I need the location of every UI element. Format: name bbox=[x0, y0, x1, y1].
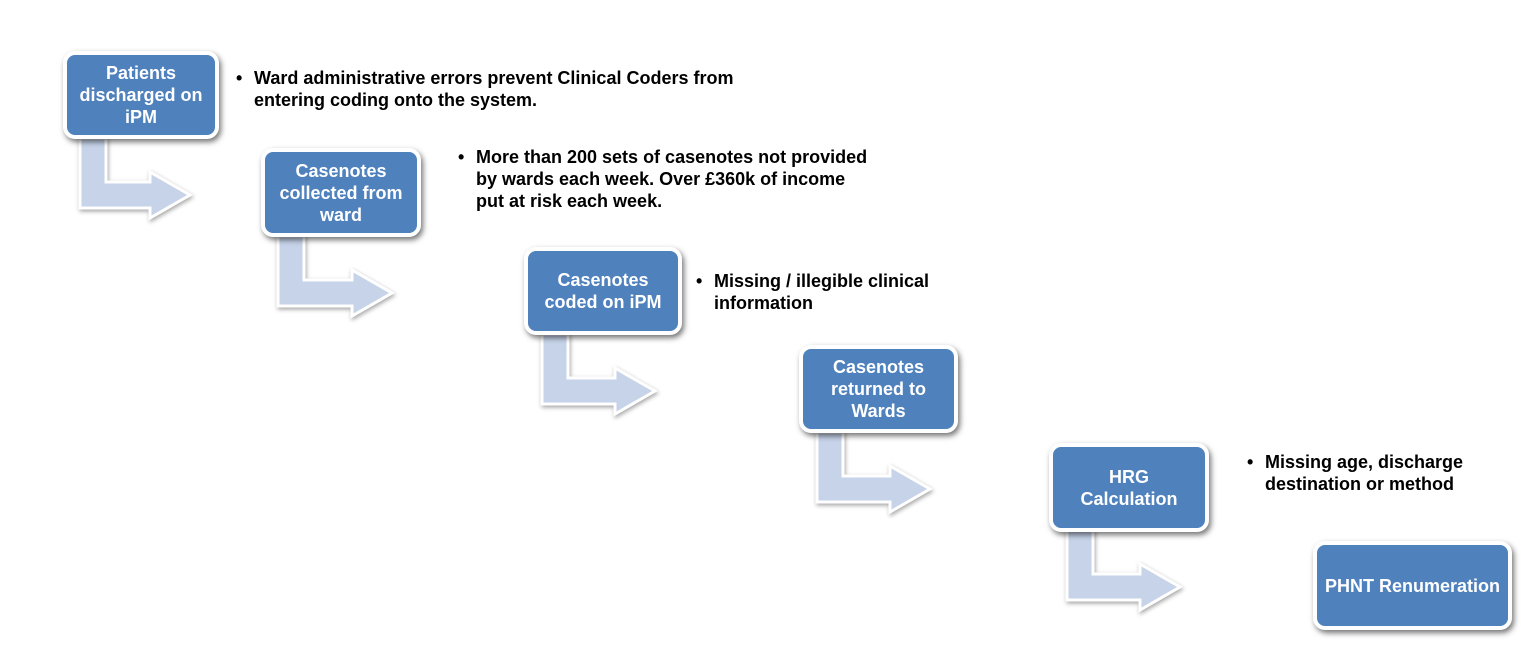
note-missing-clinical-info: • Missing / illegible clinical informati… bbox=[696, 270, 996, 314]
note-missing-age: • Missing age, discharge destination or … bbox=[1247, 451, 1502, 495]
step-phnt-renumeration: PHNT Renumeration bbox=[1313, 541, 1512, 630]
step-casenotes-returned: Casenotes returned to Wards bbox=[799, 345, 958, 433]
connector-arrow-3 bbox=[540, 332, 659, 417]
bullet-icon: • bbox=[236, 68, 243, 88]
bullet-icon: • bbox=[1247, 452, 1254, 472]
note-text: Ward administrative errors prevent Clini… bbox=[254, 68, 734, 110]
step-patients-discharged: Patients discharged on iPM bbox=[63, 51, 219, 139]
connector-arrow-5 bbox=[1065, 528, 1184, 613]
step-label: Casenotes coded on iPM bbox=[544, 270, 662, 312]
note-casenotes-not-provided: • More than 200 sets of casenotes not pr… bbox=[458, 146, 878, 212]
bullet-icon: • bbox=[696, 271, 703, 291]
note-text: More than 200 sets of casenotes not prov… bbox=[476, 147, 868, 211]
note-text: Missing age, discharge destination or me… bbox=[1265, 452, 1464, 494]
step-casenotes-collected: Casenotes collected from ward bbox=[261, 148, 421, 237]
connector-arrow-2 bbox=[276, 234, 396, 319]
note-ward-errors: • Ward administrative errors prevent Cli… bbox=[236, 67, 756, 111]
connector-arrow-4 bbox=[815, 430, 934, 515]
connector-arrow-1 bbox=[78, 136, 194, 221]
step-label: Casenotes collected from ward bbox=[279, 160, 403, 225]
step-hrg-calculation: HRG Calculation bbox=[1049, 443, 1209, 532]
note-text: Missing / illegible clinical information bbox=[714, 271, 930, 313]
step-label: HRG Calculation bbox=[1080, 466, 1178, 509]
step-label: Casenotes returned to Wards bbox=[830, 357, 926, 421]
step-label: Patients discharged on iPM bbox=[79, 63, 203, 127]
step-casenotes-coded: Casenotes coded on iPM bbox=[524, 247, 682, 335]
step-label: PHNT Renumeration bbox=[1324, 575, 1501, 596]
bullet-icon: • bbox=[458, 147, 465, 167]
